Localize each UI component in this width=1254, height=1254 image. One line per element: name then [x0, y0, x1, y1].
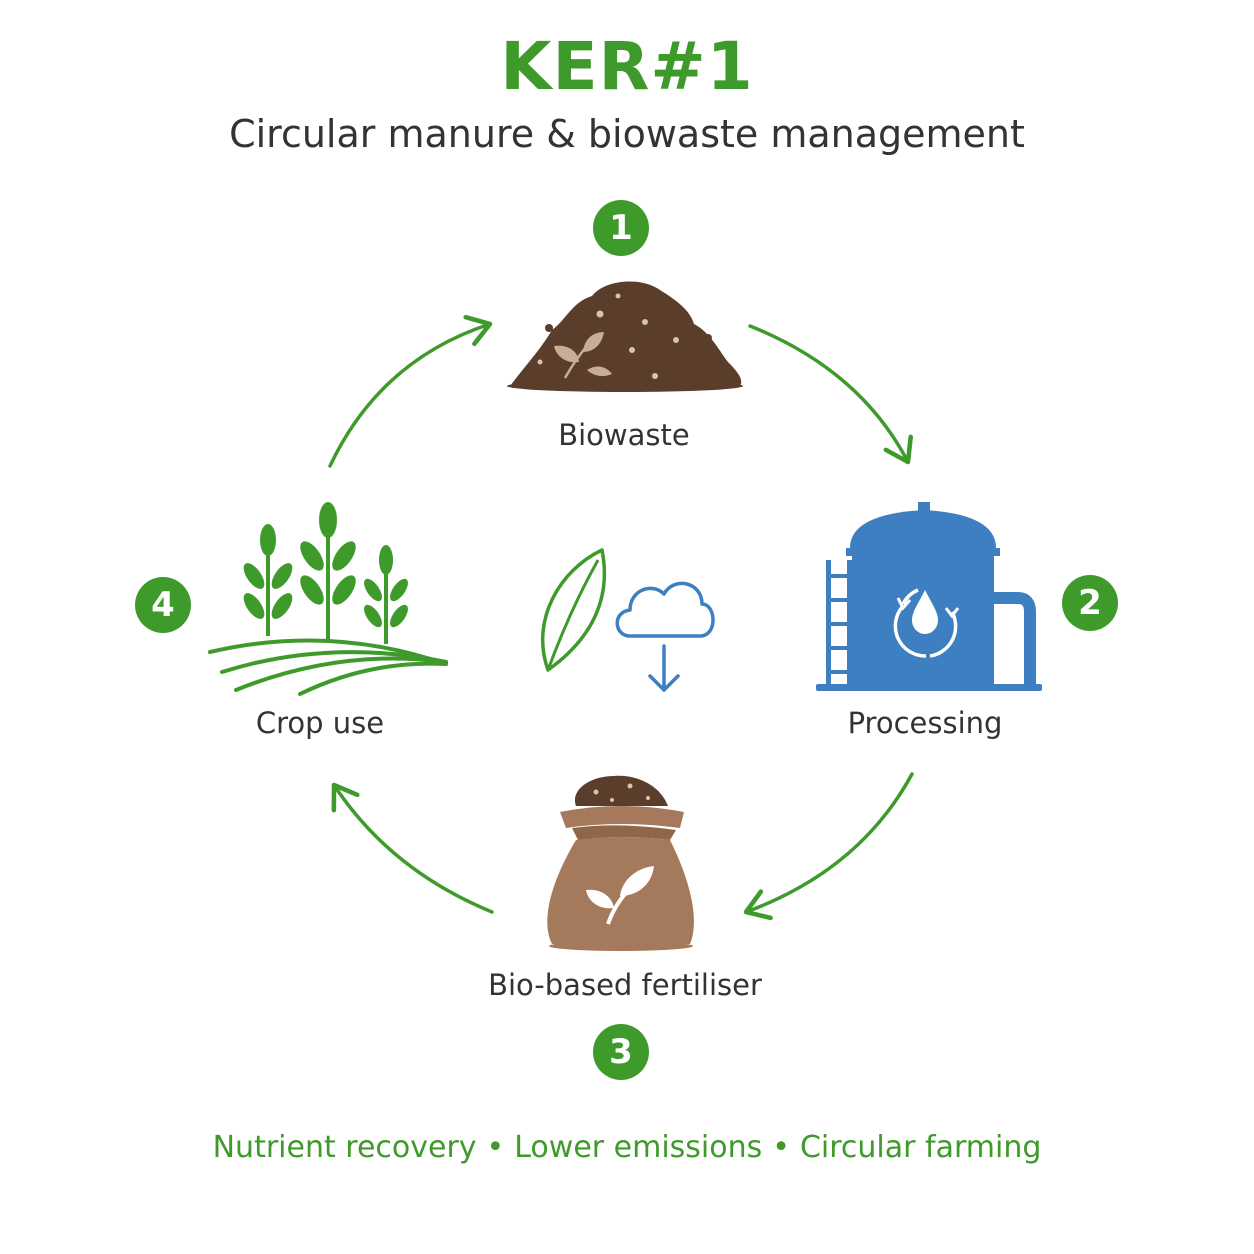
- leaf-icon: [541, 548, 607, 672]
- tagline-separator: •: [486, 1130, 505, 1165]
- step-4-badge: 4: [135, 577, 191, 633]
- page-subtitle: Circular manure & biowaste management: [229, 112, 1025, 156]
- biowaste-pile-icon: [507, 281, 743, 392]
- tagline-item: Nutrient recovery: [212, 1130, 477, 1165]
- step-3-badge: 3: [593, 1024, 649, 1080]
- cloud-down-icon: [615, 581, 715, 692]
- step-1-label: Biowaste: [558, 418, 690, 452]
- page-title: KER#1: [500, 28, 754, 105]
- arrow-biowaste-to-processing: [748, 324, 913, 465]
- step-1-badge: 1: [593, 200, 649, 256]
- processing-tank-icon: [816, 502, 1042, 691]
- arrow-fertiliser-to-crop: [331, 782, 494, 914]
- tagline-item: Circular farming: [799, 1130, 1042, 1165]
- tagline-separator: •: [772, 1130, 790, 1165]
- step-2-label: Processing: [847, 706, 1003, 740]
- arrow-crop-to-biowaste: [328, 314, 493, 468]
- tagline-item: Lower emissions: [514, 1130, 763, 1165]
- step-4-label: Crop use: [255, 706, 385, 740]
- step-2-badge: 2: [1062, 575, 1118, 631]
- crop-field-icon: [208, 502, 448, 696]
- fertiliser-bag-icon: [547, 775, 694, 951]
- arrow-processing-to-fertiliser: [743, 772, 914, 921]
- footer-tagline: Nutrient recovery • Lower emissions • Circul…: [0, 1130, 1254, 1165]
- step-3-label: Bio-based fertiliser: [488, 968, 762, 1002]
